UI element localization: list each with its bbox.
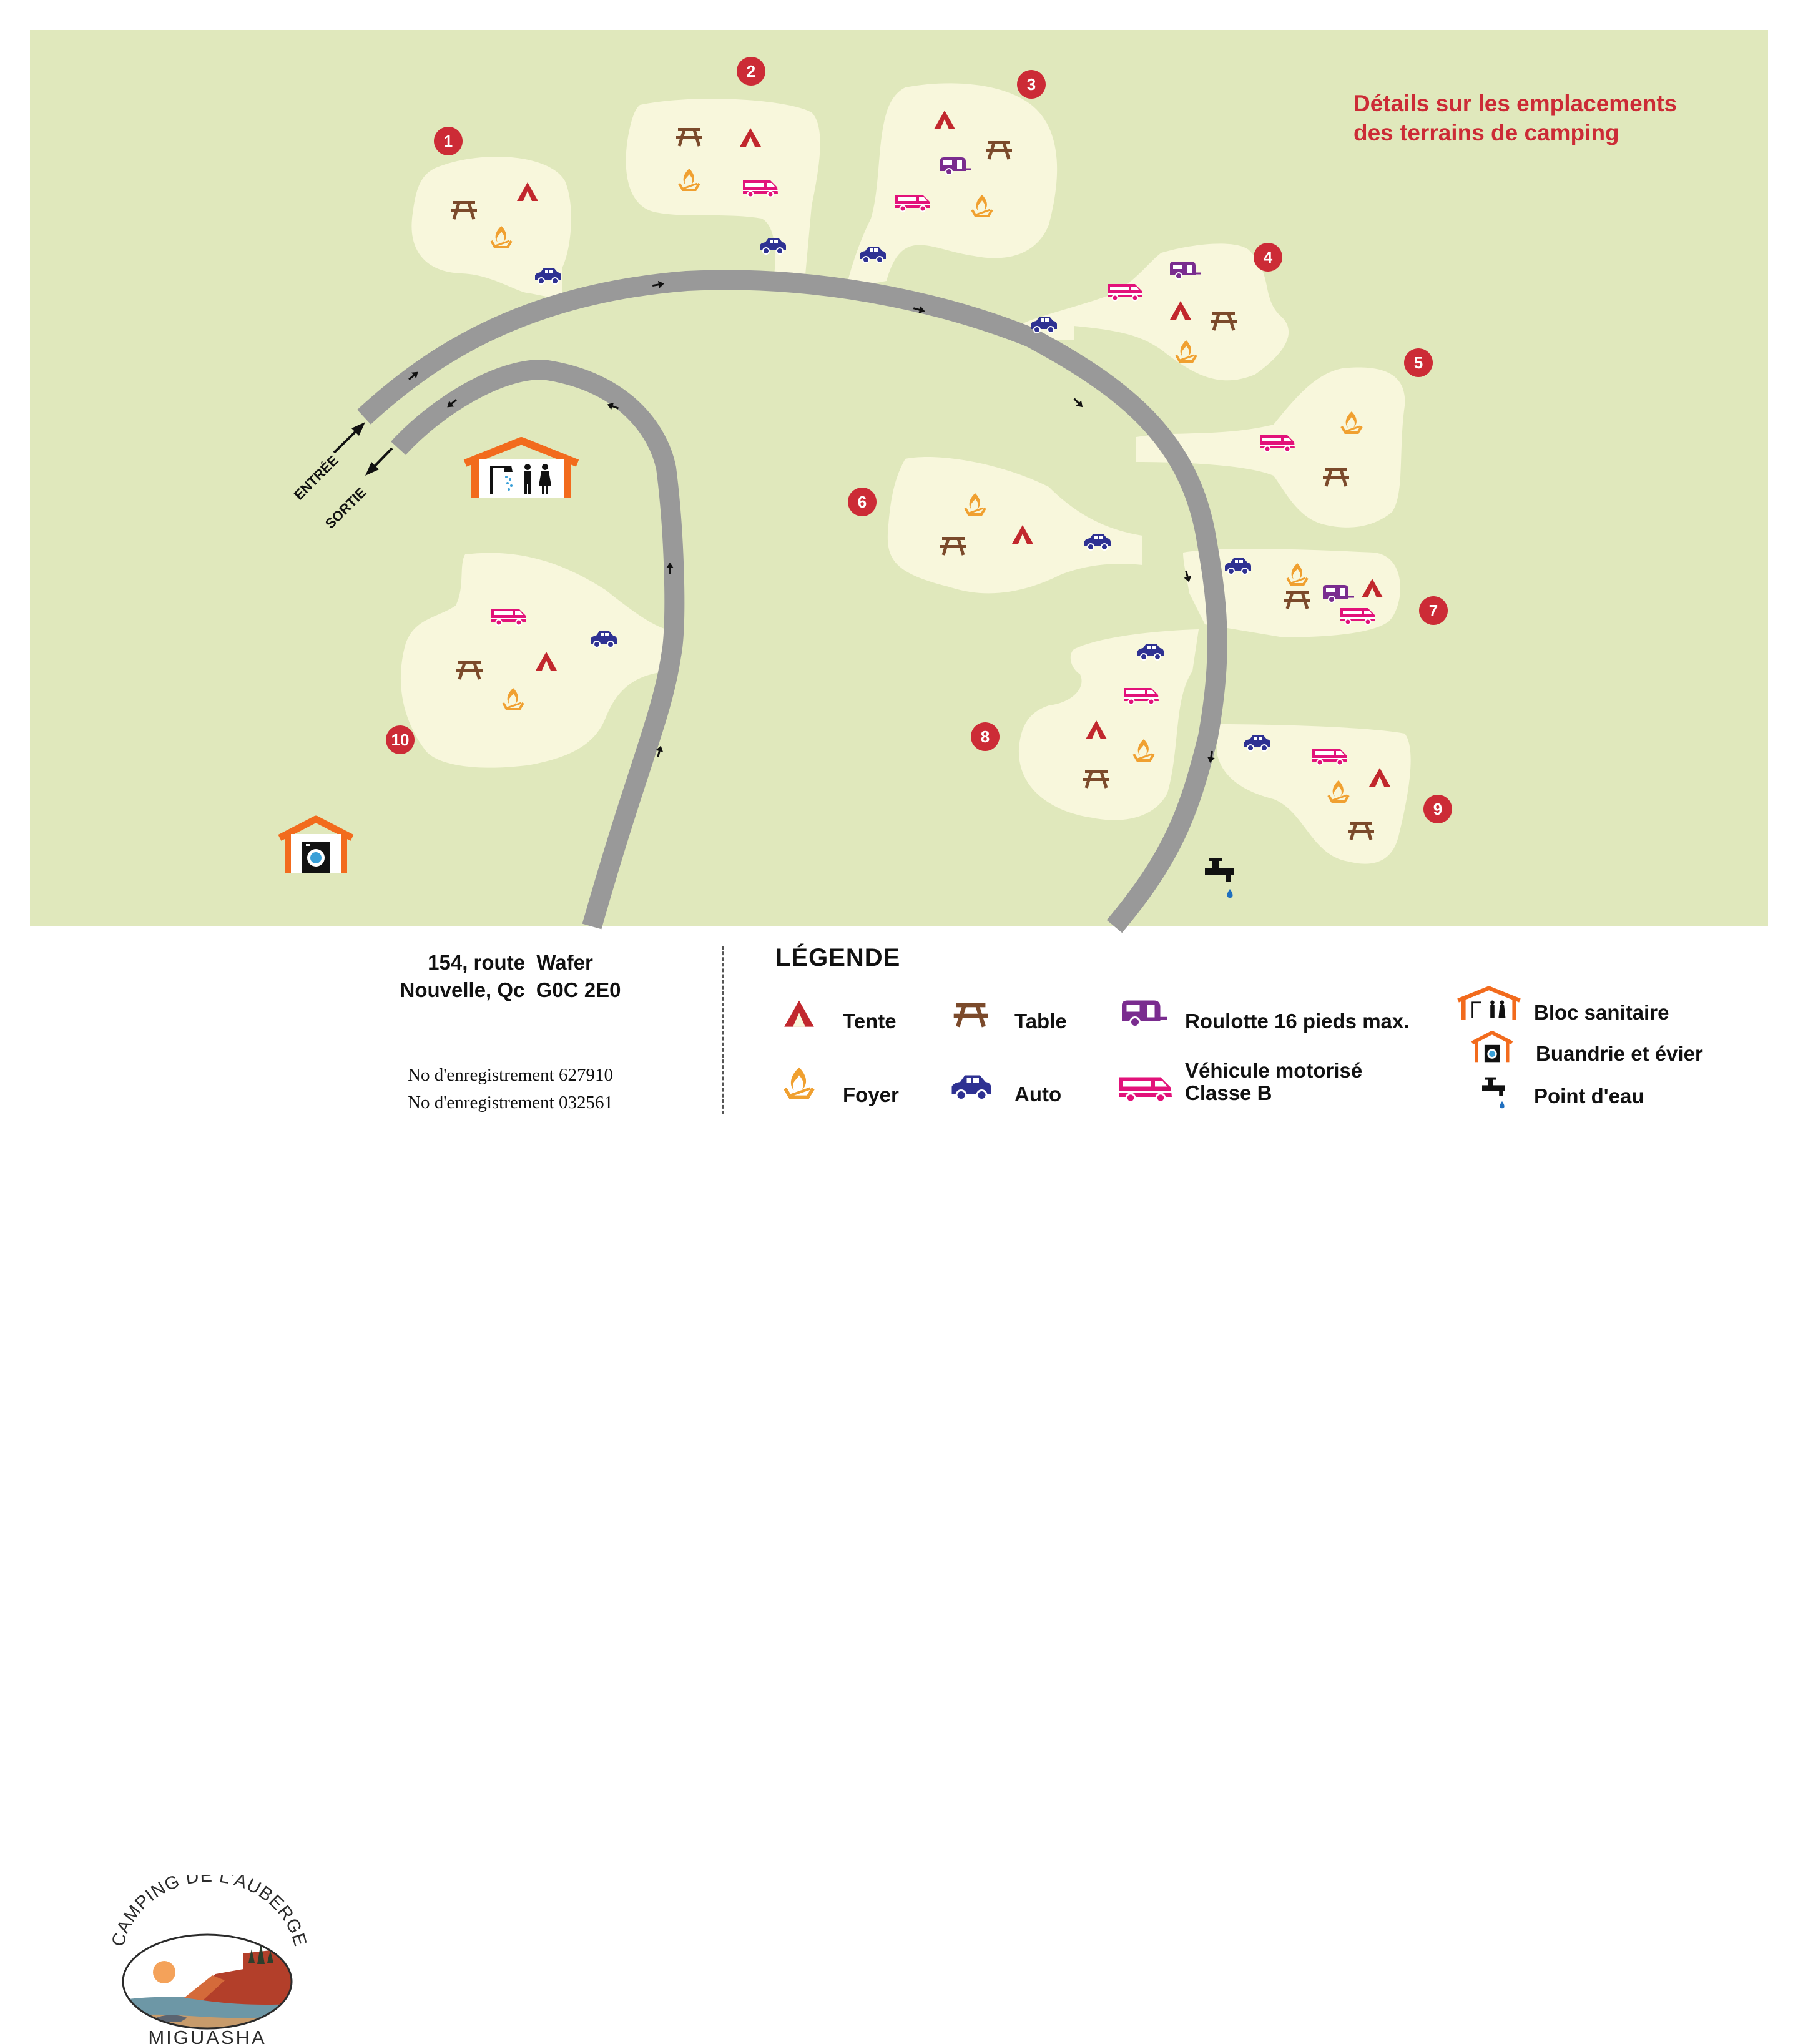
legend-laundry-label: Buandrie et évier	[1536, 1042, 1703, 1065]
footer-divider	[722, 946, 724, 1114]
address-line1: 154, route Wafer	[428, 951, 593, 974]
laundry-icon	[278, 815, 354, 873]
site-badge-6[interactable]: 6	[848, 488, 877, 516]
legend-water-icon	[1482, 1077, 1505, 1109]
registration-line1: No d'enregistrement 627910	[408, 1065, 613, 1085]
legend-van-line2: Classe B	[1185, 1081, 1272, 1104]
legend-laundry-icon	[1471, 1030, 1513, 1063]
svg-text:8: 8	[981, 727, 990, 746]
registration: No d'enregistrement 627910 No d'enregist…	[340, 1061, 680, 1116]
legend-water-label: Point d'eau	[1534, 1084, 1644, 1108]
legend-table-icon	[952, 999, 990, 1030]
svg-text:10: 10	[391, 730, 410, 749]
legend-trailer-icon	[1118, 999, 1167, 1030]
map-title-line1: Détails sur les emplacements	[1353, 91, 1677, 116]
legend-fire-icon	[780, 1064, 818, 1102]
water-point-icon	[1205, 858, 1234, 898]
site-badge-8[interactable]: 8	[971, 722, 1000, 751]
svg-text:2: 2	[747, 62, 755, 81]
legend-table-label: Table	[1014, 1010, 1067, 1033]
legend-fire-label: Foyer	[843, 1083, 899, 1106]
svg-text:6: 6	[858, 493, 867, 511]
registration-line2: No d'enregistrement 032561	[408, 1093, 613, 1113]
svg-text:7: 7	[1429, 601, 1438, 620]
site-badge-1[interactable]: 1	[434, 127, 463, 155]
legend-tent-label: Tente	[843, 1010, 897, 1033]
site-badges[interactable]: 1 2 3 4 5 6 7 8 9 10	[386, 57, 1452, 823]
map-title-line2: des terrains de camping	[1353, 120, 1619, 145]
site-badge-5[interactable]: 5	[1404, 348, 1433, 377]
svg-text:5: 5	[1414, 353, 1423, 372]
address-line2: Nouvelle, Qc G0C 2E0	[400, 978, 621, 1001]
site-badge-2[interactable]: 2	[737, 57, 765, 86]
svg-text:3: 3	[1027, 75, 1036, 94]
sanitary-block-icon	[463, 437, 579, 498]
campground-map: ENTRÉE SORTIE Détails sur les emplacemen…	[30, 30, 1768, 933]
address: 154, route Wafer Nouvelle, Qc G0C 2E0	[340, 949, 680, 1004]
site-badge-4[interactable]: 4	[1254, 243, 1282, 272]
exit-arrow	[365, 447, 393, 476]
legend-sanitary-label: Bloc sanitaire	[1534, 1001, 1669, 1024]
svg-text:1: 1	[444, 132, 453, 150]
svg-text:4: 4	[1264, 248, 1273, 267]
legend-car-label: Auto	[1014, 1083, 1062, 1106]
legend-sanitary-icon	[1457, 986, 1521, 1020]
entry-arrow	[333, 422, 365, 454]
svg-text:9: 9	[1433, 800, 1442, 818]
site-badge-9[interactable]: 9	[1423, 795, 1452, 823]
legend-van-line1: Véhicule motorisé	[1185, 1059, 1363, 1082]
roads	[357, 270, 1227, 933]
legend-trailer-label: Roulotte 16 pieds max.	[1185, 1010, 1410, 1033]
site-badge-3[interactable]: 3	[1017, 70, 1046, 99]
legend-van-label: Véhicule motorisé Classe B	[1185, 1059, 1362, 1104]
legend-van-icon	[1118, 1076, 1173, 1103]
site-badge-7[interactable]: 7	[1419, 596, 1448, 625]
logo-bottom-text: MIGUASHA	[148, 2027, 266, 2044]
legend-car-icon	[951, 1075, 992, 1101]
legend-tent-icon	[784, 1000, 814, 1027]
legend-title: LÉGENDE	[775, 944, 901, 971]
site-badge-10[interactable]: 10	[386, 725, 415, 754]
camping-logo: CAMPING DE L'AUBERGE MIGUASHA	[108, 1875, 310, 2044]
